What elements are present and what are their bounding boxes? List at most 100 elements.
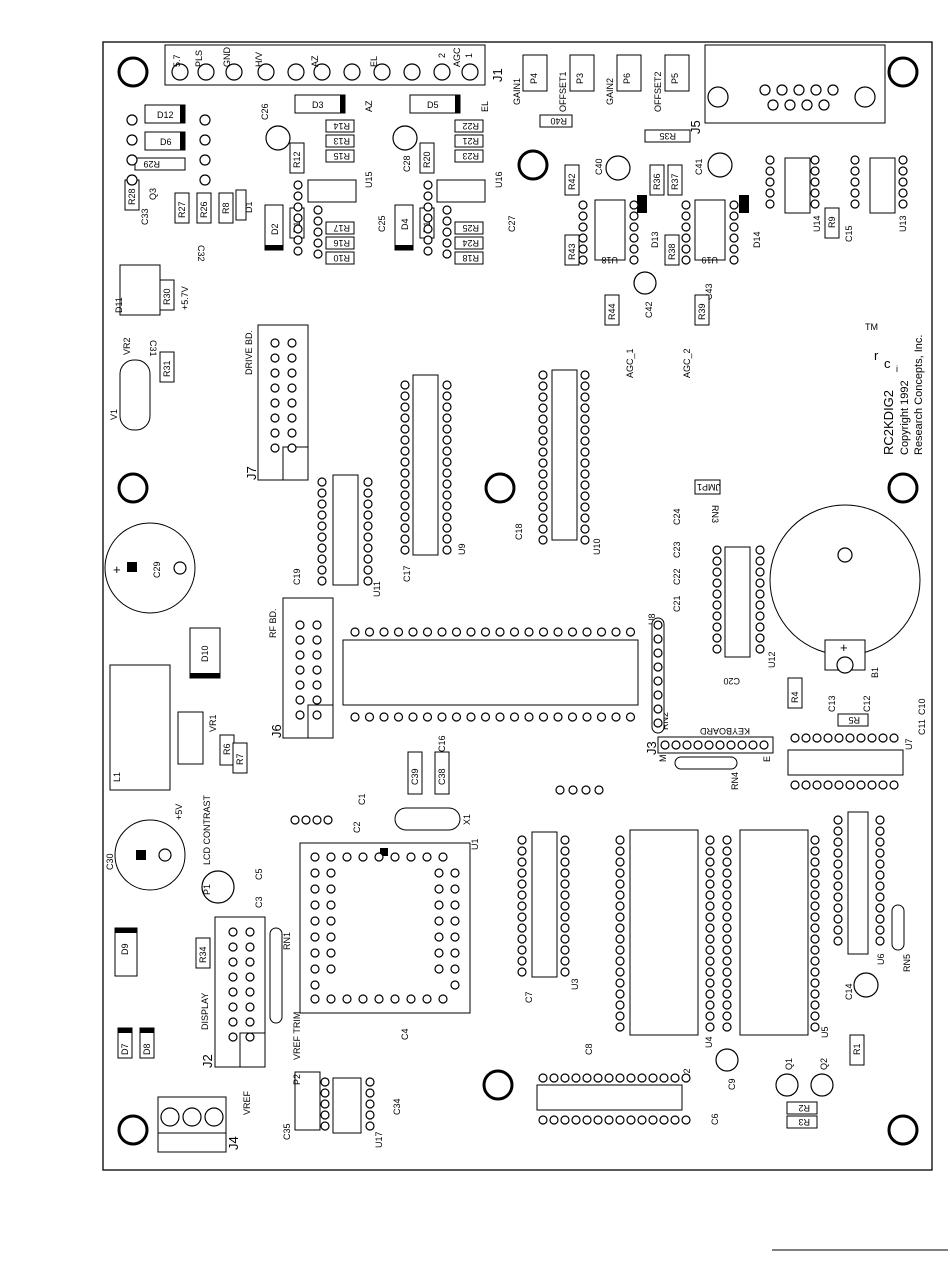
pad	[615, 879, 625, 889]
pad	[293, 213, 303, 223]
pad	[578, 233, 588, 243]
pad	[578, 255, 588, 265]
power-section: D10 L1 VR1 R6 R7 +5V	[109, 627, 248, 820]
pad	[374, 852, 384, 862]
pad	[722, 912, 732, 922]
p6-label: P6	[622, 73, 632, 84]
pad	[580, 403, 590, 413]
pad	[810, 956, 820, 966]
keyboard-label: KEYBOARD	[699, 726, 750, 736]
pad	[495, 712, 505, 722]
pad	[737, 740, 747, 750]
pad	[320, 1077, 330, 1087]
pad	[450, 868, 460, 878]
pad	[317, 477, 327, 487]
p1-pot: P1 LCD CONTRAST	[201, 794, 235, 904]
pad	[245, 942, 255, 952]
pad	[560, 901, 570, 911]
r26-label: R26	[199, 201, 209, 218]
pad	[466, 627, 476, 637]
pad	[326, 900, 336, 910]
pad	[442, 457, 452, 467]
pad	[310, 884, 320, 894]
pad	[403, 63, 421, 81]
pad	[875, 870, 885, 880]
board-company: Research Concepts, Inc.	[913, 335, 925, 455]
pad	[126, 154, 138, 166]
vref-trim-label: VREF TRIM	[292, 1012, 302, 1060]
pad	[670, 1073, 680, 1083]
pad	[538, 458, 548, 468]
pad	[712, 545, 722, 555]
pad	[310, 980, 320, 990]
x1-label: X1	[462, 814, 472, 825]
pad	[722, 890, 732, 900]
pad	[450, 932, 460, 942]
r22-label: R22	[462, 121, 479, 131]
pad	[517, 912, 527, 922]
pad	[310, 994, 320, 1004]
pad	[567, 712, 578, 722]
pad	[810, 923, 820, 933]
pad	[845, 780, 855, 790]
large-caps-left: + C29 C30	[104, 522, 196, 891]
board-title: RC2KDIG2	[881, 390, 896, 455]
pad	[400, 391, 410, 401]
pad	[670, 1115, 680, 1125]
pad	[293, 224, 303, 234]
pad	[326, 868, 336, 878]
pad	[712, 578, 722, 588]
r44-label: R44	[607, 303, 617, 320]
pad	[810, 155, 820, 165]
pad	[293, 235, 303, 245]
pad	[538, 381, 548, 391]
lcd-contrast-label: LCD CONTRAST	[202, 794, 212, 865]
j1-pin-2: 2	[437, 53, 447, 58]
agc1-label: AGC_1	[625, 348, 635, 378]
c20-label: C20	[723, 676, 740, 686]
c4-label: C4	[400, 1028, 410, 1040]
pad	[270, 338, 280, 348]
pad	[451, 712, 462, 722]
pad	[705, 989, 715, 999]
pad	[653, 704, 663, 714]
pad	[875, 815, 885, 825]
pad	[615, 1011, 625, 1021]
pad	[538, 370, 548, 380]
u8-label: U8	[647, 613, 657, 625]
u11-label: U11	[372, 581, 382, 597]
pad	[568, 785, 578, 795]
r37-label: R37	[670, 173, 680, 190]
pad	[442, 402, 452, 412]
pad	[363, 499, 373, 509]
pad	[648, 1115, 658, 1125]
rn4-label: RN4	[730, 772, 740, 790]
pad	[317, 521, 327, 531]
pad	[442, 468, 452, 478]
pad	[856, 733, 866, 743]
pad	[681, 200, 691, 210]
pad	[538, 502, 548, 512]
pad	[722, 901, 732, 911]
pad	[293, 180, 303, 190]
pad	[433, 63, 451, 81]
pad	[228, 1032, 238, 1042]
u18-label: U18	[601, 255, 618, 265]
pad	[898, 166, 908, 176]
pad	[126, 134, 138, 146]
r9-label: R9	[827, 216, 837, 228]
pad	[560, 967, 570, 977]
pad	[480, 712, 491, 722]
pad	[878, 733, 888, 743]
pad	[810, 868, 820, 878]
pad	[517, 956, 527, 966]
pad	[833, 837, 843, 847]
logo-r: r	[874, 348, 879, 363]
c39-label: C39	[410, 768, 420, 785]
r25-label: R25	[462, 223, 479, 233]
pad	[524, 712, 534, 722]
pad	[374, 994, 384, 1004]
r17-label: R17	[333, 223, 350, 233]
pad	[878, 780, 888, 790]
pad	[629, 211, 639, 221]
